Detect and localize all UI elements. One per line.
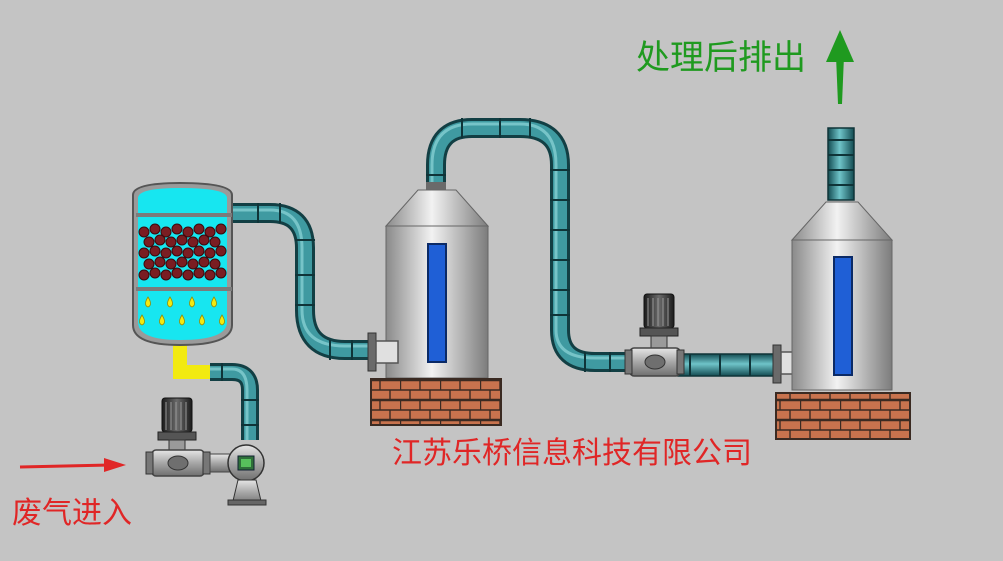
scrubber-tower-1 <box>367 182 502 426</box>
pipe-tower1-to-pump2 <box>426 118 640 372</box>
outlet-label: 处理后排出 <box>636 38 806 78</box>
level-indicator <box>833 256 853 376</box>
spray-droplets <box>139 296 225 326</box>
packing-balls <box>138 223 227 281</box>
pump-icon <box>624 293 685 377</box>
scrubber-tower-2 <box>775 127 911 440</box>
pipe-pump2-to-tower2 <box>677 344 804 384</box>
pipe-tank-drain <box>173 338 259 440</box>
fan-icon <box>209 444 267 506</box>
company-label: 江苏乐桥信息科技有限公司 <box>392 436 752 471</box>
spray-tank <box>132 181 233 347</box>
inlet-arrow-icon <box>19 458 126 472</box>
outlet-arrow-icon <box>826 30 854 104</box>
pump-icon <box>145 397 211 477</box>
inlet-label: 废气进入 <box>12 496 132 531</box>
brick-base-icon <box>370 378 502 426</box>
pipe-tank-to-tower1 <box>232 203 372 360</box>
level-indicator <box>427 243 447 363</box>
brick-base-icon <box>775 392 911 440</box>
